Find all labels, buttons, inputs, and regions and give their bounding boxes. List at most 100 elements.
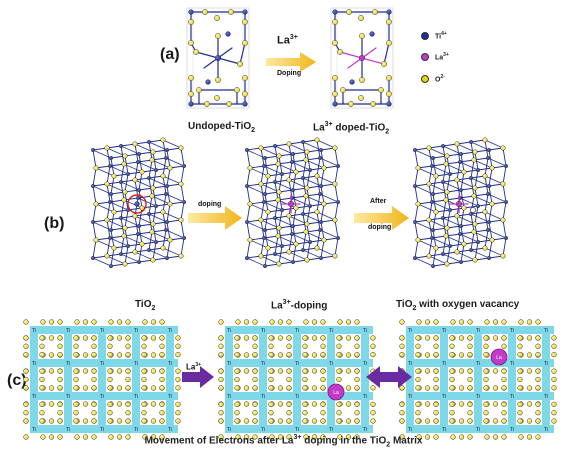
oxygen-atom — [302, 351, 308, 358]
oxygen-atom — [107, 418, 113, 424]
lattice-bond — [92, 167, 97, 187]
oxygen-atom — [57, 368, 63, 374]
ti-label: Ti — [476, 328, 480, 334]
lattice-bond — [446, 227, 451, 247]
oxygen-atom — [517, 351, 523, 358]
lattice-bond — [316, 211, 336, 221]
oxygen-atom — [39, 410, 45, 416]
lattice-bond — [488, 203, 493, 223]
lattice-bond — [249, 239, 269, 249]
lattice-bond — [152, 151, 157, 171]
oxygen-atom — [354, 434, 360, 440]
ti-atom — [153, 239, 159, 245]
oxygen-atom — [345, 401, 352, 407]
oxygen-atom — [303, 157, 309, 163]
ti-label: Ti — [408, 328, 412, 334]
lattice-bond — [288, 233, 293, 253]
oxygen-atom — [275, 197, 281, 203]
ti-atom — [386, 101, 392, 107]
lattice-bond — [120, 181, 125, 201]
oxygen-atom — [150, 257, 156, 263]
oxygen-atom — [218, 385, 224, 391]
oxygen-atom — [243, 368, 250, 374]
ti-bar-vertical — [132, 326, 140, 433]
ti-atom — [163, 227, 169, 233]
oxygen-atom — [293, 169, 299, 175]
lattice-bond — [138, 207, 143, 227]
lattice-bond — [320, 239, 325, 259]
oxygen-atom — [526, 368, 533, 374]
lattice-bond — [428, 183, 433, 203]
oxygen-atom — [354, 343, 360, 349]
ti-bar-vertical — [64, 326, 72, 433]
ti-label: Ti — [510, 394, 514, 400]
ti-atom — [272, 179, 278, 185]
oxygen-atom — [247, 165, 253, 171]
oxygen-atom — [150, 368, 157, 374]
lattice-bond — [442, 217, 447, 237]
ti-atom — [468, 247, 474, 253]
oxygen-atom — [91, 376, 97, 383]
oxygen-atom — [467, 351, 473, 358]
oxygen-atom — [320, 376, 326, 383]
ti-atom — [317, 227, 323, 233]
oxygen-atom — [483, 351, 489, 358]
oxygen-atom — [370, 385, 376, 391]
lattice-bond — [124, 173, 129, 193]
oxygen-atom — [370, 101, 376, 107]
unit-cell-inner-frame — [192, 13, 244, 103]
ti-atom — [447, 171, 453, 177]
oxygen-atom — [286, 335, 292, 341]
lattice-bond — [148, 159, 153, 179]
oxygen-atom — [449, 376, 455, 383]
oxygen-atom — [175, 351, 181, 358]
oxygen-atom — [234, 418, 240, 424]
lattice-bond — [456, 251, 476, 261]
oxygen-atom — [23, 376, 29, 383]
oxygen-atom — [150, 434, 157, 440]
ti-atom — [108, 191, 114, 197]
oxygen-atom — [484, 434, 490, 440]
oxygen-atom — [188, 91, 194, 97]
ti-atom — [262, 155, 268, 161]
ti-atom — [307, 203, 313, 209]
oxygen-atom — [277, 368, 284, 374]
lattice-bond — [166, 203, 171, 223]
oxygen-atom — [276, 261, 282, 267]
oxygen-atom — [116, 335, 123, 341]
lattice-bond — [166, 167, 171, 187]
oxygen-atom — [370, 335, 376, 341]
oxygen-atom — [252, 434, 258, 440]
oxygen-atom — [332, 145, 338, 151]
ti-label: Ti — [476, 361, 480, 367]
ti-atom — [458, 223, 464, 229]
oxygen-atom — [268, 376, 274, 383]
oxygen-atom — [551, 351, 557, 358]
oxygen-atom — [125, 376, 131, 383]
oxygen-atom — [277, 335, 284, 341]
oxygen-atom — [91, 368, 97, 374]
oxygen-atom — [91, 410, 97, 416]
oxygen-atom — [443, 161, 449, 167]
oxygen-atom — [111, 173, 117, 179]
lattice-bond — [278, 227, 283, 247]
oxygen-atom — [175, 343, 181, 349]
lattice-bond — [474, 223, 479, 243]
oxygen-atom — [311, 385, 318, 391]
ti-label: Ti — [32, 361, 36, 367]
ti-atom — [107, 235, 113, 241]
ti-atom — [225, 31, 231, 37]
oxygen-atom — [234, 87, 240, 93]
lattice-bond — [292, 225, 297, 245]
lattice-bond — [264, 247, 269, 267]
lattice-bond — [95, 239, 115, 249]
oxygen-atom — [141, 368, 147, 374]
lattice-bond — [442, 181, 447, 201]
ti-label: Ti — [544, 427, 548, 433]
oxygen-atom — [150, 185, 156, 191]
ti-label: Ti — [227, 427, 231, 433]
ti-atom — [279, 171, 285, 177]
oxygen-atom — [450, 319, 456, 325]
oxygen-atom — [535, 434, 541, 440]
ti-atom — [279, 243, 285, 249]
